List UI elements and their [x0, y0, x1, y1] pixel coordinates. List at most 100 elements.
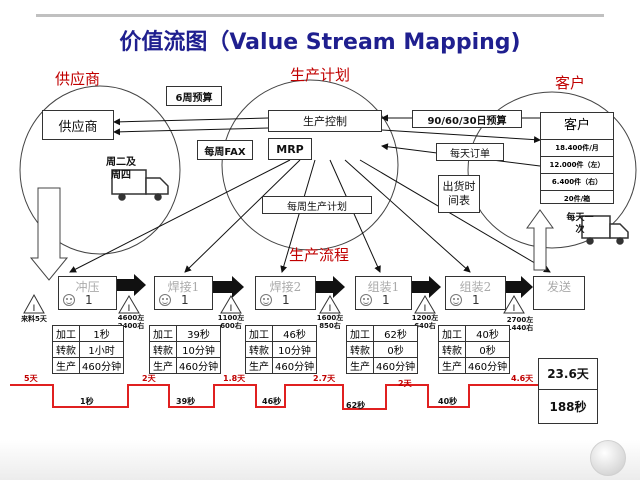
total-lead-time: 23.6天: [539, 359, 597, 390]
supplier-box: 供应商: [42, 110, 114, 140]
table-cell-value: 460分钟: [372, 357, 419, 374]
table-cell-value: 460分钟: [271, 357, 318, 374]
customer-section-label: 客户: [555, 74, 586, 92]
inventory-triangle-5: [503, 295, 525, 314]
process-box-shipping: 发送: [533, 276, 585, 310]
weekly-plan-box: 每周生产计划: [262, 196, 372, 214]
corner-logo-icon: [590, 440, 626, 476]
inventory-label: 2700左 1440右: [506, 316, 534, 332]
table-cell-key: 加工: [438, 325, 466, 342]
lead-time-label: 2.7天: [313, 374, 336, 383]
table-cell-value: 1秒: [78, 325, 125, 342]
totals-box: 23.6天 188秒: [538, 358, 598, 424]
process-name: 发送: [546, 280, 571, 294]
timeline-segment-low: [255, 406, 285, 408]
timeline-segment-high: [10, 384, 54, 386]
customer-data-box: 客户 18.400件/月 12.000件（左） 6.400件（右） 20件/箱: [540, 112, 614, 204]
timeline-segment-high: [385, 384, 428, 386]
table-cell-value: 62秒: [372, 325, 419, 342]
table-cell-key: 生产: [438, 357, 466, 374]
inventory-label: 4600左 2400右: [117, 314, 145, 330]
inventory-mark-3: I: [329, 304, 332, 314]
operator-count: 1: [181, 293, 189, 307]
table-cell-value: 10分钟: [175, 341, 222, 358]
raw-material-inventory: 来料5天: [21, 315, 47, 323]
process-name: 组装1: [367, 280, 400, 294]
customer-row: 20件/箱: [563, 195, 591, 203]
lead-time-label: 2天: [142, 374, 156, 383]
process-time-label: 62秒: [346, 401, 366, 410]
timeline-riser: [127, 384, 129, 408]
timeline-segment-high: [213, 384, 257, 386]
timeline-segment-high: [127, 384, 170, 386]
inventory-label: 1600左 850右: [316, 314, 344, 330]
inventory-triangle-2: [220, 295, 242, 314]
table-cell-key: 生产: [52, 357, 80, 374]
process-name: 冲压: [75, 280, 100, 294]
supplier-schedule: 周二及周四: [106, 157, 136, 181]
flow-control-to-p4: [329, 159, 381, 273]
lead-time-label: 2天: [398, 379, 412, 388]
table-cell-key: 加工: [346, 325, 374, 342]
table-cell-key: 转款: [346, 341, 374, 358]
supplier-section-label: 供应商: [55, 70, 101, 88]
timeline-riser: [284, 384, 286, 408]
customer-truck-icon: [581, 215, 629, 245]
bottom-band: [0, 440, 640, 480]
operator-count: 1: [382, 293, 390, 307]
operator-count: 1: [282, 293, 290, 307]
process-time-label: 46秒: [262, 397, 282, 406]
timeline-riser: [255, 384, 257, 408]
table-cell-value: 10分钟: [271, 341, 318, 358]
push-arrow-3: [316, 276, 345, 298]
operator-icon: [450, 294, 462, 306]
operator-icon: [63, 294, 75, 306]
supplier-ellipse: [19, 85, 181, 255]
timeline-segment-low: [427, 406, 469, 408]
process-box-welding-2: 焊接2 1: [255, 276, 316, 310]
lead-time-label: 1.8天: [223, 374, 246, 383]
flow-control-to-supplier-1: [113, 117, 269, 126]
table-cell-key: 生产: [149, 357, 177, 374]
inventory-label: 1100左 600右: [217, 314, 245, 330]
customer-row: 18.400件/月: [541, 140, 613, 157]
push-arrows: [117, 274, 533, 298]
mrp-box: MRP: [268, 138, 312, 160]
table-cell-value: 460分钟: [78, 357, 125, 374]
table-cell-key: 转款: [438, 341, 466, 358]
table-cell-key: 加工: [149, 325, 177, 342]
customer-delivery: 每天一次: [566, 213, 594, 235]
table-cell-key: 加工: [245, 325, 273, 342]
timeline-segment-low: [168, 406, 214, 408]
operator-icon: [360, 294, 372, 306]
inventory-mark-2: I: [230, 304, 233, 314]
timeline-segment-low: [52, 406, 128, 408]
flow-control-to-shipping: [381, 129, 541, 144]
table-cell-value: 1小时: [78, 341, 125, 358]
table-cell-key: 转款: [245, 341, 273, 358]
lead-time-label: 5天: [24, 374, 38, 383]
customer-row: 12.000件（左）: [541, 157, 613, 174]
push-arrow-5: [506, 276, 533, 298]
timeline-segment-high: [284, 384, 344, 386]
forecast-90-60-30-box: 90/60/30日预算: [412, 110, 522, 128]
table-cell-key: 转款: [149, 341, 177, 358]
customer-box-title: 客户: [541, 113, 613, 140]
timeline-riser: [168, 384, 170, 408]
timeline-riser: [385, 384, 387, 410]
process-time-label: 40秒: [438, 397, 458, 406]
flow-control-to-p3: [280, 159, 316, 273]
process-time-label: 39秒: [176, 397, 196, 406]
customer-shipment-arrow: [526, 209, 554, 271]
top-rule: [36, 14, 604, 17]
